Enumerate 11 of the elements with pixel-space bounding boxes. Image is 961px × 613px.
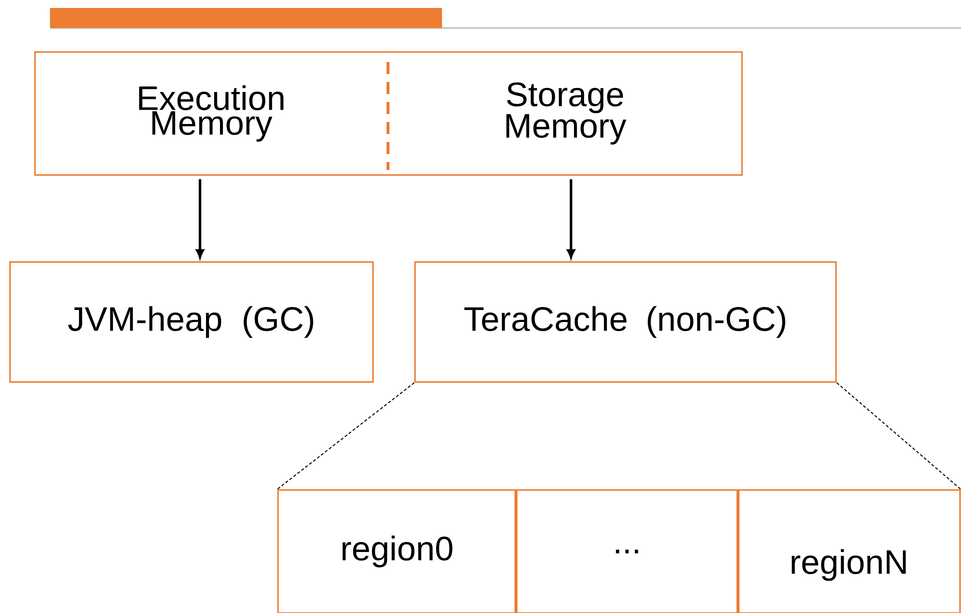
section-label: Execution Memory — [139, 85, 284, 142]
memory-box: TeraCache (non-GC) — [414, 261, 837, 383]
memory-box: JVM-heap (GC) — [9, 261, 374, 383]
memory-box — [34, 51, 743, 176]
section-label: Storage Memory — [506, 82, 626, 145]
region-row — [277, 489, 961, 613]
cell-label: ... — [616, 550, 638, 554]
cell-label: region0 — [342, 536, 452, 568]
dashed-leader — [836, 382, 961, 490]
dashed-leader — [276, 382, 415, 490]
cell-label: regionN — [792, 549, 906, 581]
